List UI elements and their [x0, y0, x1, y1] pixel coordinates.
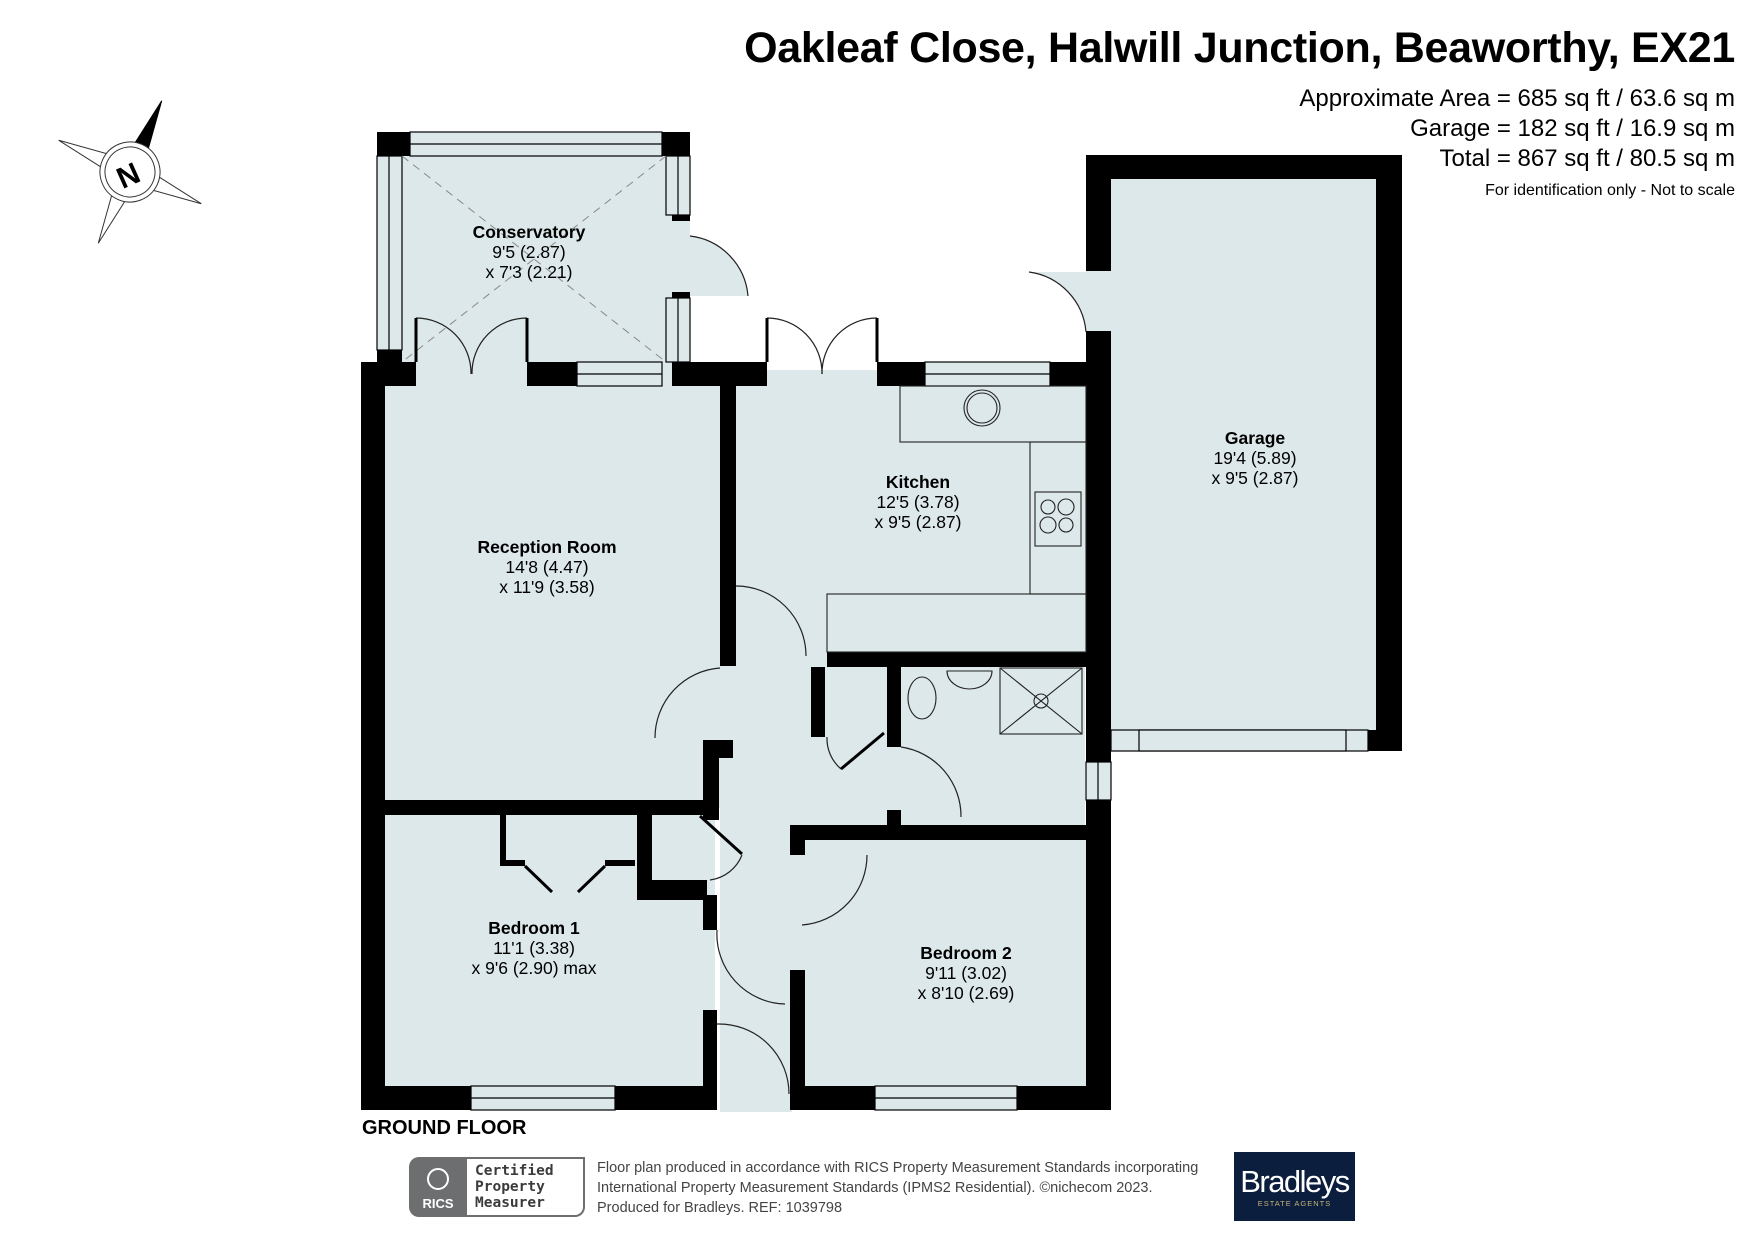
- kitchen-worktop: [899, 385, 1087, 443]
- total-area: Total = 867 sq ft / 80.5 sq m: [1439, 145, 1736, 172]
- disclaimer: Floor plan produced in accordance with R…: [597, 1160, 1199, 1216]
- garage-area: Garage = 182 sq ft / 16.9 sq m: [1410, 115, 1735, 142]
- rics-certification: Certified Property Measurer: [467, 1157, 585, 1217]
- windows: [376, 131, 1369, 1111]
- basin-icon: [946, 670, 993, 690]
- kitchen-sink-icon: [963, 389, 1001, 427]
- floor-fill: [377, 133, 1376, 1112]
- floor-label: GROUND FLOOR: [362, 1117, 527, 1139]
- north-compass-icon: [58, 100, 202, 244]
- toilet-icon: [907, 676, 937, 720]
- room-kitchen: Kitchen 12'5 (3.78) x 9'5 (2.87): [874, 472, 962, 532]
- walls: [361, 132, 1402, 1110]
- room-garage: Garage 19'4 (5.89) x 9'5 (2.87): [1211, 428, 1299, 488]
- kitchen-worktop-bottom: [826, 593, 1087, 653]
- room-reception: Reception Room 14'8 (4.47) x 11'9 (3.58): [477, 537, 617, 597]
- hob-icon: [1034, 491, 1082, 547]
- area-summary: Approximate Area = 685 sq ft / 63.6 sq m…: [1299, 84, 1735, 204]
- fixtures: [826, 385, 1087, 735]
- shower-tray-icon: [999, 667, 1083, 735]
- door-leaves: [414, 318, 885, 894]
- scale-note: For identification only - Not to scale: [1485, 182, 1735, 199]
- property-title: Oakleaf Close, Halwill Junction, Beawort…: [744, 24, 1735, 72]
- bradleys-logo: Bradleys ESTATE AGENTS: [1234, 1152, 1355, 1221]
- room-conservatory: Conservatory 9'5 (2.87) x 7'3 (2.21): [472, 222, 586, 282]
- door-swings: [415, 235, 1087, 1095]
- approximate-area: Approximate Area = 685 sq ft / 63.6 sq m: [1299, 85, 1735, 112]
- rics-lion-icon: [427, 1168, 449, 1190]
- rics-logo: RICS: [409, 1157, 467, 1217]
- room-bedroom-2: Bedroom 2 9'11 (3.02) x 8'10 (2.69): [917, 943, 1015, 1003]
- rics-badge: RICS Certified Property Measurer: [409, 1157, 585, 1217]
- room-bedroom-1: Bedroom 1 11'1 (3.38) x 9'6 (2.90) max: [471, 918, 597, 978]
